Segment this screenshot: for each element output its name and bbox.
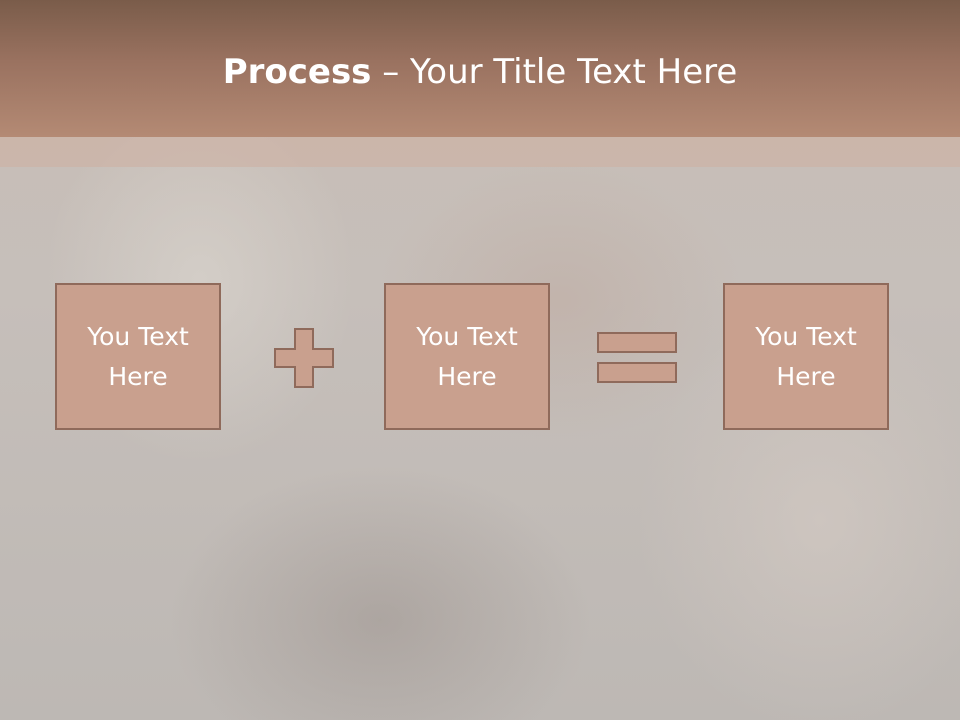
process-box-2-text: You Text Here (416, 321, 518, 391)
equals-icon (597, 332, 677, 383)
slide-title-bold: Process (222, 52, 372, 92)
process-box-1[interactable]: You Text Here (55, 283, 221, 430)
process-box-3[interactable]: You Text Here (723, 283, 889, 430)
process-box-1-text: You Text Here (87, 321, 189, 391)
slide-title: Process – Your Title Text Here (0, 52, 960, 92)
title-bar (0, 0, 960, 137)
process-box-2[interactable]: You Text Here (384, 283, 550, 430)
slide-title-rest: – Your Title Text Here (371, 52, 738, 92)
plus-icon (274, 328, 334, 388)
process-box-3-text: You Text Here (755, 321, 857, 391)
title-bar-band (0, 137, 960, 167)
